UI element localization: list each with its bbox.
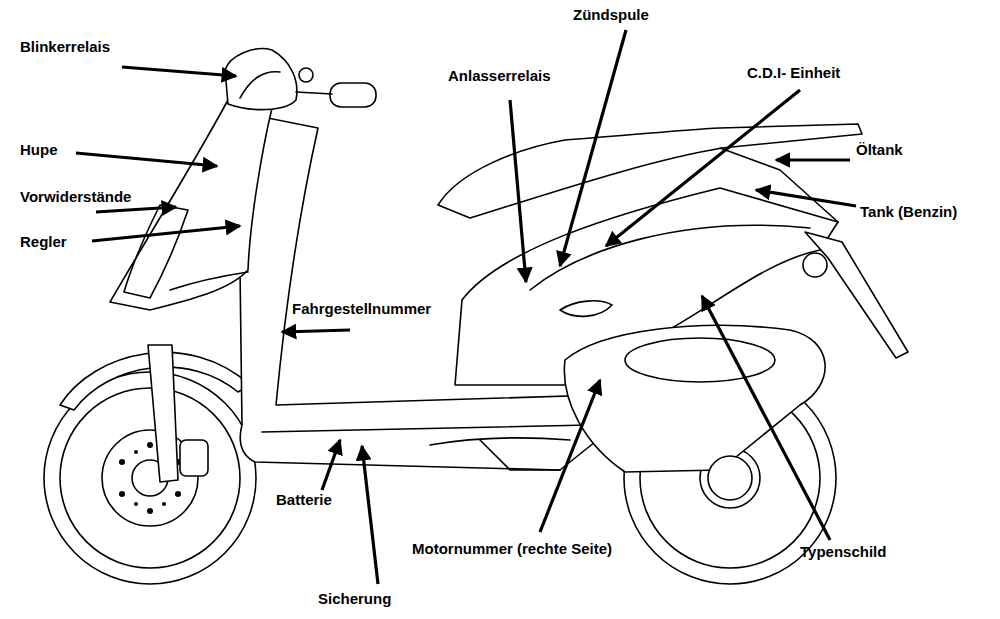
leader-arrow bbox=[76, 153, 217, 166]
leader-arrow bbox=[776, 158, 850, 161]
part-label: Batterie bbox=[276, 491, 332, 509]
leader-arrow bbox=[560, 30, 626, 266]
part-label: Regler bbox=[20, 233, 67, 251]
leader-arrow bbox=[122, 67, 236, 76]
rear-hub bbox=[708, 456, 752, 500]
body-line bbox=[530, 225, 810, 290]
shield-line bbox=[170, 272, 248, 290]
leader-arrow bbox=[540, 380, 600, 532]
side-grille bbox=[560, 301, 612, 316]
leader-arrow bbox=[282, 330, 350, 332]
front-fork bbox=[148, 345, 178, 482]
leader-arrow bbox=[322, 440, 340, 490]
part-label: C.D.I- Einheit bbox=[747, 64, 840, 82]
engine-cover bbox=[625, 338, 775, 382]
part-label: Typenschild bbox=[800, 543, 886, 561]
floor-edge bbox=[262, 425, 590, 432]
part-label: Vorwiderstände bbox=[20, 188, 131, 206]
part-label: Sicherung bbox=[318, 590, 391, 608]
leader-arrow bbox=[756, 190, 856, 206]
rear-fender bbox=[805, 232, 908, 358]
leader-arrow bbox=[92, 226, 240, 241]
part-label: Anlasserrelais bbox=[448, 67, 551, 85]
part-label: Blinkerrelais bbox=[20, 38, 110, 56]
leader-arrow bbox=[96, 207, 176, 212]
tail-light bbox=[803, 253, 827, 277]
floor-trim bbox=[430, 438, 570, 445]
part-label: Fahrgestellnummer bbox=[292, 300, 431, 318]
leader-arrow bbox=[510, 100, 526, 282]
leader-arrows bbox=[76, 30, 856, 584]
leader-arrow bbox=[362, 446, 378, 584]
part-label: Hupe bbox=[20, 141, 58, 159]
part-label: Tank (Benzin) bbox=[860, 203, 957, 221]
stand bbox=[480, 440, 560, 470]
handlebar bbox=[296, 92, 332, 94]
seat bbox=[438, 124, 862, 218]
leader-arrow bbox=[702, 296, 830, 540]
part-label: Zündspule bbox=[573, 6, 649, 24]
cover-line bbox=[240, 72, 280, 98]
part-label: Motornummer (rechte Seite) bbox=[412, 540, 612, 558]
leader-arrow bbox=[606, 90, 800, 246]
front-shield bbox=[110, 100, 272, 310]
handlebar-cover bbox=[225, 49, 297, 110]
handle-grip bbox=[330, 83, 376, 107]
mirror-mount bbox=[299, 68, 313, 82]
part-label: Öltank bbox=[856, 141, 903, 159]
headlight bbox=[124, 205, 188, 298]
engine-case bbox=[564, 325, 825, 472]
